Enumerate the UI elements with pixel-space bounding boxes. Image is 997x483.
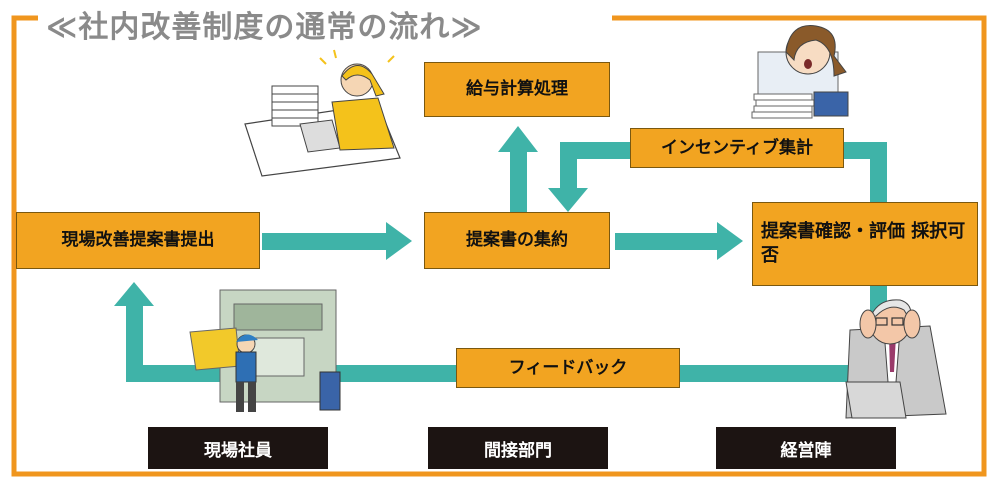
document-stack-icon [271, 85, 319, 127]
arrow-review-head [717, 222, 743, 260]
dept-label-kansetsu: 間接部門 [428, 427, 608, 469]
manager-illustration [845, 299, 947, 419]
arrow-review-shaft [615, 233, 719, 250]
proposal-review-box: 提案書確認・評価 採択可否 [752, 202, 978, 286]
arrow-payroll-head [498, 126, 538, 152]
feedback-box: フィードバック [456, 348, 680, 388]
worker-body [331, 97, 395, 151]
page-title: ≪社内改善制度の通常の流れ≫ [40, 2, 489, 46]
arrow-incentive-down [560, 142, 577, 192]
arrow-payroll-shaft [510, 150, 527, 212]
arrow-incentive-head [548, 188, 588, 212]
proposal-submit-box: 現場改善提案書提出 [16, 212, 260, 269]
payroll-box: 給与計算処理 [424, 62, 610, 117]
arrow-feedback-head [114, 282, 154, 306]
arrow-submit-shaft [262, 233, 388, 250]
yellow-guard [189, 327, 241, 371]
factory-illustration [189, 289, 341, 412]
dept-label-genba: 現場社員 [148, 427, 328, 469]
arrow-feedback-up [126, 302, 143, 382]
arrow-submit-head [386, 222, 412, 260]
paper-stack-icon [751, 93, 815, 119]
incentive-box: インセンティブ集計 [630, 128, 844, 168]
dept-label-keiei: 経営陣 [716, 427, 896, 469]
stressed-woman-illustration [751, 25, 849, 119]
factory-worker-body [235, 351, 257, 383]
manager-laptop-icon [845, 381, 907, 419]
office-worker-illustration [244, 49, 401, 177]
proposal-collect-box: 提案書の集約 [424, 212, 610, 269]
outer-frame [11, 15, 987, 477]
